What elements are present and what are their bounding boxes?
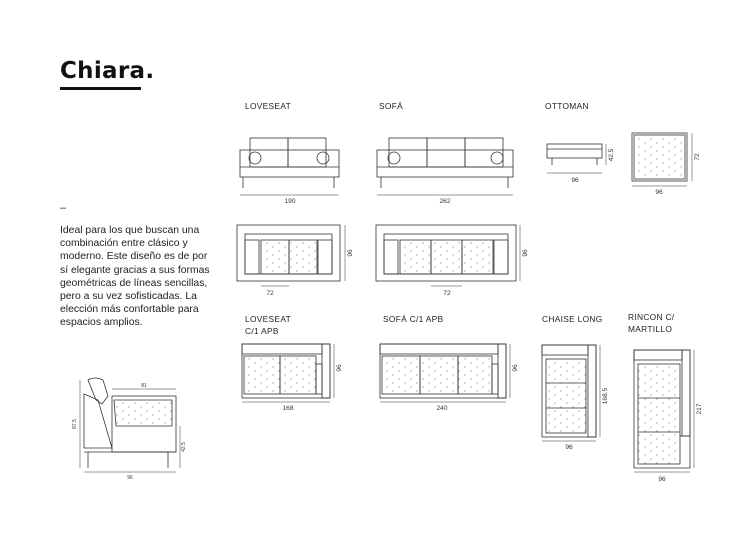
brand-underline bbox=[60, 87, 141, 90]
label-ottoman: OTTOMAN bbox=[545, 101, 589, 111]
product-description: Ideal para los que buscan una combinació… bbox=[60, 225, 210, 329]
dim-sofa-plan-depth: 96 bbox=[522, 249, 529, 257]
dim-ottoman-front-width: 96 bbox=[571, 177, 579, 184]
dim-sofa-width: 262 bbox=[439, 198, 450, 205]
dim-loveseat-apb-depth: 96 bbox=[336, 364, 343, 372]
dim-chaise-width: 96 bbox=[565, 444, 573, 451]
description-dash: – bbox=[60, 202, 67, 214]
dim-loveseat-plan-depth: 96 bbox=[347, 249, 354, 257]
dim-ottoman-front-height: 42.5 bbox=[608, 148, 615, 161]
sofa-plan-drawing bbox=[375, 224, 517, 282]
dim-sofa-apb-depth: 96 bbox=[512, 364, 519, 372]
dim-loveseat-width: 190 bbox=[284, 198, 295, 205]
ottoman-front-drawing bbox=[546, 143, 603, 165]
dim-sofa-plan-seat: 72 bbox=[443, 290, 451, 297]
dim-side-arm-length: 81 bbox=[141, 383, 147, 389]
label-loveseat-apb-1: LOVESEAT bbox=[245, 314, 291, 324]
dim-rincon-width: 96 bbox=[658, 476, 666, 483]
sofa-front-drawing bbox=[376, 137, 514, 188]
ottoman-top-drawing bbox=[631, 132, 688, 182]
dim-loveseat-plan-seat: 72 bbox=[266, 290, 274, 297]
dim-loveseat-apb-width: 168 bbox=[282, 405, 293, 412]
dim-ottoman-top-width: 96 bbox=[655, 189, 663, 196]
sofa-apb-plan-drawing bbox=[379, 343, 507, 399]
label-rincon-1: RINCON C/ bbox=[628, 312, 675, 322]
label-chaise-long: CHAISE LONG bbox=[542, 314, 603, 324]
dim-rincon-length: 217 bbox=[696, 403, 703, 414]
dim-ottoman-top-depth: 72 bbox=[694, 153, 701, 161]
side-section-drawing bbox=[83, 377, 177, 468]
dim-sofa-apb-width: 240 bbox=[436, 405, 447, 412]
rincon-martillo-plan-drawing bbox=[633, 349, 691, 469]
label-sofa-apb: SOFÁ C/1 APB bbox=[383, 314, 444, 324]
label-loveseat: LOVESEAT bbox=[245, 101, 291, 111]
brand-title: Chiara. bbox=[60, 58, 155, 84]
dim-side-total-height: 87.5 bbox=[72, 419, 78, 429]
loveseat-apb-plan-drawing bbox=[241, 343, 331, 399]
chaise-long-plan-drawing bbox=[541, 344, 597, 438]
dim-chaise-length: 168.5 bbox=[602, 387, 609, 404]
loveseat-front-drawing bbox=[239, 137, 340, 188]
label-sofa: SOFÁ bbox=[379, 101, 404, 111]
dim-side-depth: 96 bbox=[127, 475, 133, 481]
label-rincon-2: MARTILLO bbox=[628, 324, 673, 334]
label-loveseat-apb-2: C/1 APB bbox=[245, 326, 279, 336]
loveseat-plan-drawing bbox=[236, 224, 341, 282]
dim-side-seat-height: 42.5 bbox=[181, 442, 187, 452]
